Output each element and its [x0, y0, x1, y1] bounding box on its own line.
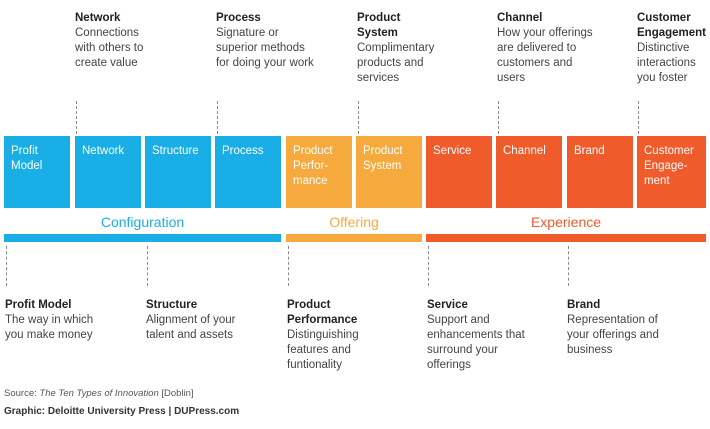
box-channel: Channel [496, 136, 562, 208]
box-structure: Structure [145, 136, 211, 208]
box-process: Process [215, 136, 281, 208]
top-desc-body: Signature or superior methods for doing … [216, 27, 314, 69]
group-bar-configuration [4, 234, 281, 242]
box-label: Brand [574, 145, 605, 157]
box-product-system: Product System [356, 136, 422, 208]
connector-line [498, 101, 499, 134]
top-desc-title: Customer Engagement [637, 12, 707, 39]
top-desc-body: Distinctive interactions you foster [637, 42, 696, 84]
connector-line [568, 246, 569, 286]
connector-line [147, 246, 148, 286]
box-label: Service [433, 145, 472, 157]
group-label-offering: Offering [329, 214, 379, 230]
connector-line [76, 101, 77, 134]
group-bar-offering [286, 234, 422, 242]
box-label: Structure [152, 145, 199, 157]
connector-line [358, 101, 359, 134]
bottom-desc-structure: Structure Alignment of your talent and a… [146, 298, 236, 343]
box-label: Channel [503, 145, 546, 157]
box-network: Network [75, 136, 141, 208]
bottom-desc-body: Alignment of your talent and assets [146, 314, 236, 341]
bottom-desc-service: Service Support and enhancements that su… [427, 298, 527, 373]
box-label: Product System [363, 145, 403, 172]
top-desc-title: Channel [497, 12, 543, 24]
bottom-desc-brand: Brand Representation of your offerings a… [567, 298, 677, 358]
top-desc-network: Network Connections with others to creat… [75, 11, 155, 71]
bottom-desc-title: Brand [567, 299, 601, 311]
top-desc-body: Connections with others to create value [75, 27, 144, 69]
box-label: Profit Model [11, 145, 43, 172]
bottom-desc-title: Structure [146, 299, 198, 311]
top-desc-body: Complimentary products and services [357, 42, 435, 84]
bottom-desc-title: Profit Model [5, 299, 72, 311]
connector-line [428, 246, 429, 286]
connector-line [288, 246, 289, 286]
box-product-performance: Product Perfor-mance [286, 136, 352, 208]
source-title: The Ten Types of Innovation [39, 388, 159, 399]
box-label: Customer Engage-ment [644, 145, 694, 187]
box-label: Network [82, 145, 125, 157]
top-desc-customer-engagement: Customer Engagement Distinctive interact… [637, 11, 710, 86]
source-prefix: Source: [4, 388, 40, 399]
group-bar-experience [426, 234, 706, 242]
box-label: Process [222, 145, 264, 157]
top-desc-title: Process [216, 12, 261, 24]
source-note: Source: The Ten Types of Innovation [Dob… [4, 388, 194, 399]
box-profit-model: Profit Model [4, 136, 70, 208]
group-label-configuration: Configuration [100, 214, 185, 230]
bottom-desc-body: The way in which you make money [5, 314, 94, 341]
bottom-desc-title: Service [427, 299, 468, 311]
bottom-desc-body: Distinguishing features and funtionality [287, 329, 359, 371]
top-desc-product-system: Product System Complimentary products an… [357, 11, 447, 86]
connector-line [638, 101, 639, 134]
bottom-desc-product-performance: Product Performance Distinguishing featu… [287, 298, 387, 373]
top-desc-channel: Channel How your offerings are delivered… [497, 11, 601, 86]
top-desc-process: Process Signature or superior methods fo… [216, 11, 316, 71]
top-desc-title: Network [75, 12, 121, 24]
bottom-desc-title: Product Performance [287, 299, 358, 326]
source-suffix: [Doblin] [158, 388, 194, 399]
box-label: Product Perfor-mance [293, 145, 333, 187]
connector-line [6, 246, 7, 286]
graphic-credit: Graphic: Deloitte University Press | DUP… [4, 406, 240, 417]
box-brand: Brand [567, 136, 633, 208]
bottom-desc-body: Representation of your offerings and bus… [567, 314, 659, 356]
box-service: Service [426, 136, 492, 208]
top-desc-title: Product System [357, 12, 401, 39]
bottom-desc-profit-model: Profit Model The way in which you make m… [5, 298, 105, 343]
top-desc-body: How your offerings are delivered to cust… [497, 27, 593, 84]
bottom-desc-body: Support and enhancements that surround y… [427, 314, 525, 371]
group-label-experience: Experience [530, 214, 602, 230]
connector-line [217, 101, 218, 134]
box-customer-engagement: Customer Engage-ment [637, 136, 706, 208]
